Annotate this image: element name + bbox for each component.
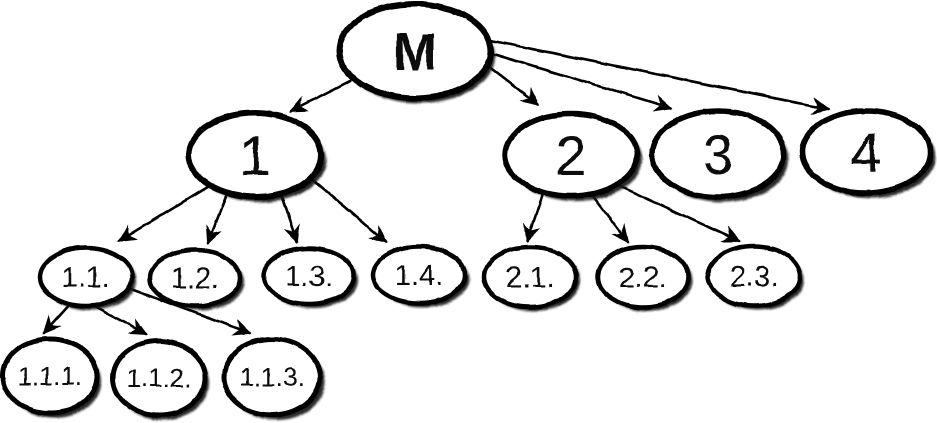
node-m-shape xyxy=(336,1,494,101)
node-4-label: 4 xyxy=(850,121,881,184)
node-2-2: 2.2. xyxy=(595,244,692,311)
node-1-1-3-shape xyxy=(221,336,323,418)
node-1-1-1: 1.1.1. xyxy=(0,336,101,418)
node-1-2-label: 1.2. xyxy=(171,263,219,295)
node-1-2-shape xyxy=(147,247,243,309)
node-1-4-shape xyxy=(370,244,468,306)
node-1-1-label: 1.1. xyxy=(62,262,110,294)
node-1: 1 xyxy=(186,110,326,202)
node-2-label: 2 xyxy=(555,124,586,187)
node-2-3: 2.3. xyxy=(705,243,804,310)
node-4: 4 xyxy=(799,108,935,198)
node-3: 3 xyxy=(649,108,789,202)
node-2-1-shape xyxy=(481,244,579,310)
edge-m-1 xyxy=(289,79,352,113)
node-m: M xyxy=(336,1,495,103)
node-2-2-shape xyxy=(595,244,691,310)
edge-1-1-3 xyxy=(279,193,300,244)
node-2-shape xyxy=(502,111,640,199)
node-3-shape xyxy=(649,108,787,200)
edge-2-2-3 xyxy=(615,183,741,243)
node-1-1-2-shape xyxy=(110,338,208,418)
node-2-3-shape xyxy=(705,243,803,309)
node-1-1-2: 1.1.2. xyxy=(110,338,209,420)
node-m-label: M xyxy=(393,23,437,82)
node-2-1: 2.1. xyxy=(481,244,580,311)
edges-layer xyxy=(42,38,831,336)
edge-1-1-4 xyxy=(310,177,388,244)
node-2: 2 xyxy=(502,111,642,201)
node-1-3: 1.3. xyxy=(261,245,358,308)
edge-m-3 xyxy=(488,51,673,112)
node-1-3-label: 1.3. xyxy=(285,261,333,293)
node-1-1-1-shape xyxy=(0,336,100,416)
node-1-1-3: 1.1.3. xyxy=(221,336,325,420)
edge-1-1-1 xyxy=(117,184,211,243)
node-1-shape xyxy=(186,110,324,200)
edge-1-1-1-1-3 xyxy=(126,286,252,336)
edge-m-4 xyxy=(486,38,831,115)
node-1-3-shape xyxy=(261,245,357,307)
node-2-2-label: 2.2. xyxy=(619,262,667,294)
edge-2-2-2 xyxy=(590,193,630,244)
node-3-label: 3 xyxy=(702,123,733,186)
node-2-1-label: 2.1. xyxy=(506,262,554,294)
node-1-4: 1.4. xyxy=(370,244,469,307)
node-1-4-label: 1.4. xyxy=(395,260,443,292)
node-1-2: 1.2. xyxy=(147,247,244,310)
node-1-1-3-label: 1.1.3. xyxy=(239,362,304,392)
edge-1-1-1-1-1 xyxy=(42,300,74,335)
edge-1-1-2 xyxy=(205,192,229,245)
node-1-1-2-label: 1.1.2. xyxy=(126,363,191,393)
node-1-label: 1 xyxy=(239,124,270,187)
node-2-3-label: 2.3. xyxy=(730,261,778,293)
node-4-shape xyxy=(799,108,933,196)
edge-2-2-1 xyxy=(524,192,545,243)
node-1-1-shape xyxy=(37,245,135,309)
node-1-1: 1.1. xyxy=(37,245,136,310)
edge-m-2 xyxy=(484,62,540,106)
node-1-1-1-label: 1.1.1. xyxy=(17,361,82,391)
